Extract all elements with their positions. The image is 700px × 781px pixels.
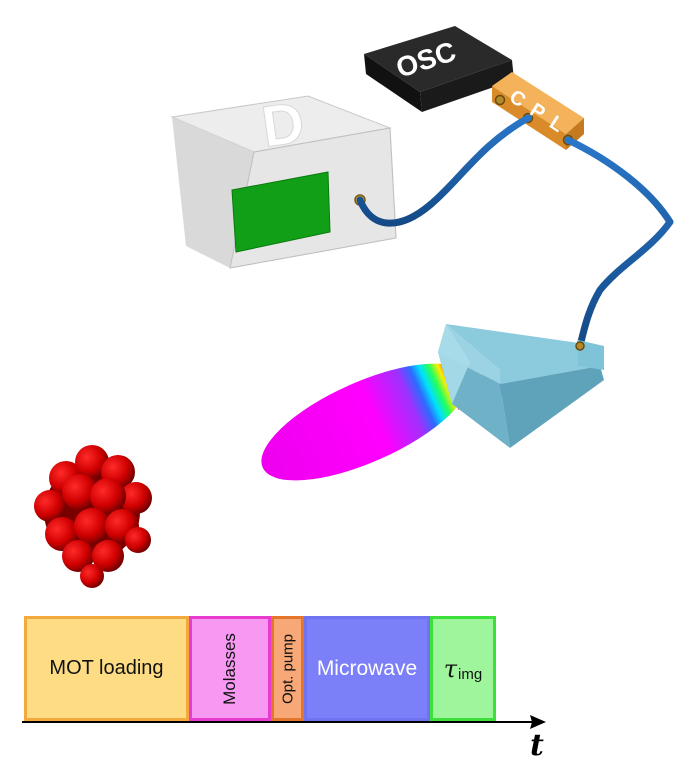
detector-label: D — [258, 90, 309, 160]
detector-box: D — [170, 89, 397, 269]
coupler-port-left — [494, 94, 506, 106]
segment-microwave-label: Microwave — [316, 656, 418, 680]
segment-microwave: Microwave — [304, 616, 430, 721]
segment-mot-loading-label: MOT loading — [49, 657, 164, 679]
cable-detector-coupler — [356, 114, 532, 227]
segment-imaging-subscript: img — [458, 666, 483, 683]
cable-coupler-horn — [564, 136, 674, 350]
segment-optical-pump: Opt. pump — [271, 616, 304, 721]
segment-molasses: Molasses — [189, 616, 271, 721]
segment-optical-pump-label: Opt. pump — [279, 633, 296, 704]
atom-cloud — [34, 445, 152, 588]
segment-mot-loading: MOT loading — [24, 616, 189, 721]
oscillator-box: OSC — [364, 26, 514, 112]
segment-molasses-label: Molasses — [220, 632, 239, 705]
segment-imaging-symbol: τ — [443, 654, 458, 683]
time-axis-label: t — [530, 728, 544, 763]
horn-antenna — [438, 324, 604, 448]
time-axis — [22, 715, 546, 729]
detector-screen — [231, 171, 331, 253]
horn-port — [575, 341, 585, 351]
